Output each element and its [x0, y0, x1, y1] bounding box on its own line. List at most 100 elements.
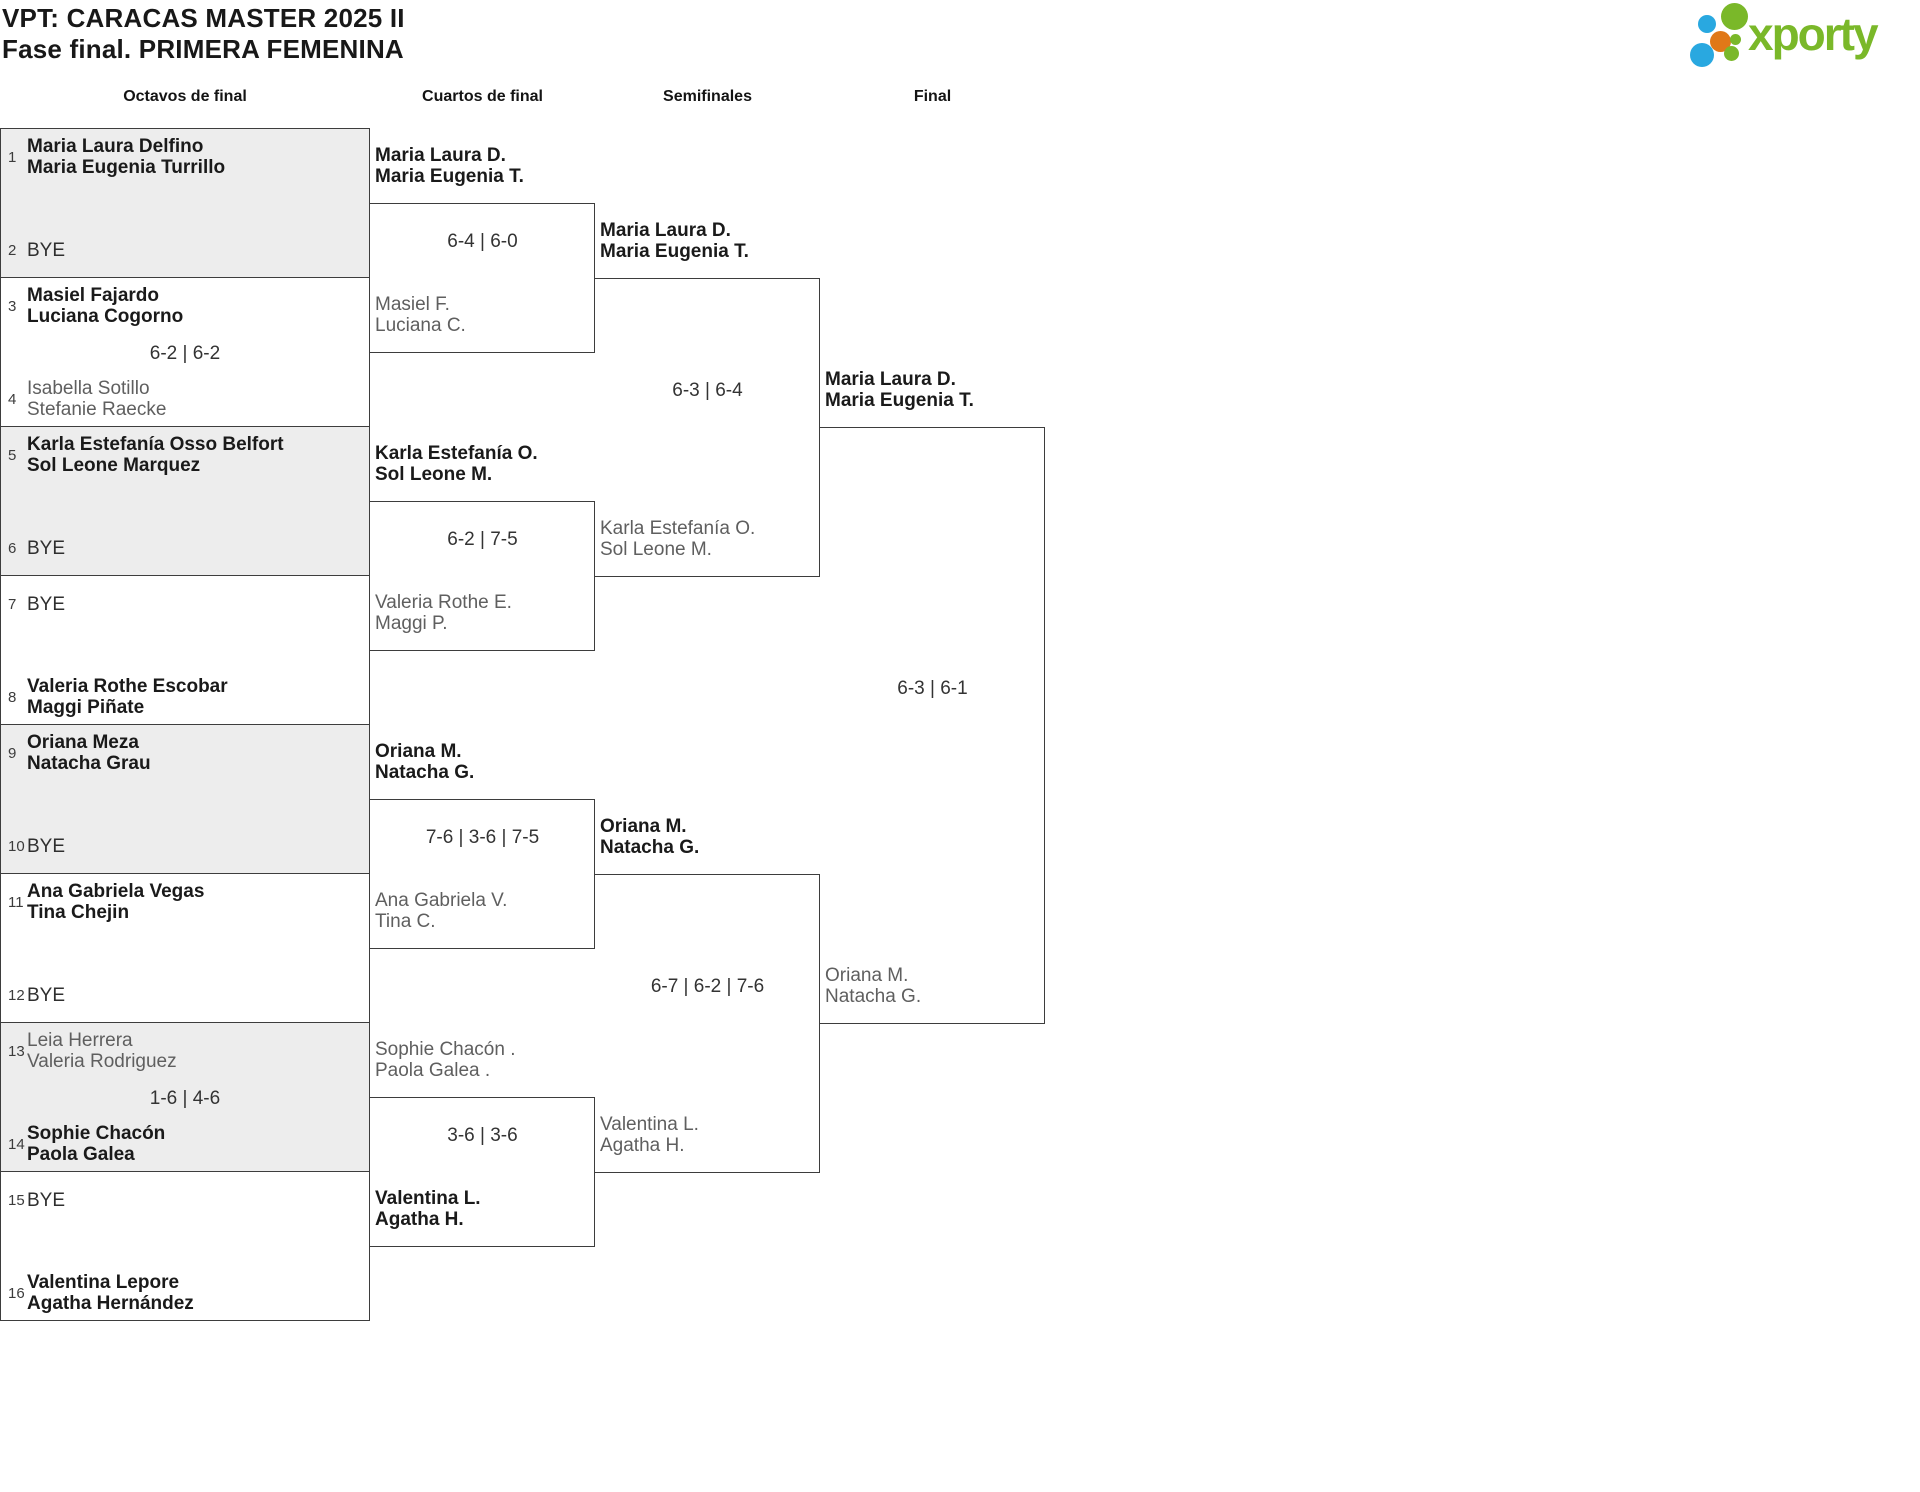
team-name-line: Maggi P. [375, 613, 448, 634]
team-name-line: BYE [27, 537, 66, 559]
team-name-line: Paola Galea . [375, 1060, 491, 1081]
team-name-line: Maria Laura D. [375, 145, 506, 166]
team-name-line: Natacha G. [600, 837, 700, 858]
team-name: Karla Estefanía O.Sol Leone M. [600, 518, 755, 560]
team-name-line: Luciana Cogorno [27, 306, 184, 327]
team-name-line: Tina Chejin [27, 902, 130, 923]
round-header: Semifinales [663, 88, 752, 105]
bracket-match [370, 1097, 595, 1247]
team-name-line: Natacha G. [825, 986, 922, 1007]
team-name-line: Maria Laura D. [600, 220, 731, 241]
bracket-match [595, 874, 820, 1173]
seed-number: 11 [8, 893, 24, 911]
team-name: BYE [27, 240, 65, 261]
match-score: 6-2 | 6-2 [149, 343, 221, 364]
team-name: BYE [27, 836, 65, 857]
match-score: 6-2 | 7-5 [447, 529, 518, 550]
bracket-match [820, 427, 1045, 1024]
team-name-line: Karla Estefanía Osso Belfort [27, 434, 284, 455]
match-score: 6-3 | 6-1 [897, 678, 968, 699]
team-name-line: Oriana M. [825, 965, 909, 986]
logo-dot [1721, 3, 1748, 30]
xporty-logo[interactable]: xporty [1686, 0, 1920, 70]
team-name-line: Maggi Piñate [27, 697, 145, 718]
team-name-line: Luciana C. [375, 315, 466, 336]
team-name-line: Sophie Chacón . [375, 1039, 516, 1060]
participant-slot: 2 BYE [1, 227, 367, 273]
team-name-line: Oriana M. [600, 816, 687, 837]
team-name-line: Maria Eugenia T. [825, 390, 974, 411]
seed-number: 2 [8, 241, 17, 259]
team-name: Masiel F.Luciana C. [375, 294, 466, 336]
match-score: 7-6 | 3-6 | 7-5 [425, 827, 540, 848]
bracket-subtitle: Fase final. PRIMERA FEMENINA [2, 34, 404, 64]
team-name: Valentina L.Agatha H. [375, 1188, 481, 1230]
round-header: Cuartos de final [422, 88, 543, 105]
round-header: Final [913, 88, 952, 105]
team-name-line: Natacha G. [375, 762, 475, 783]
participant-slot: 7 BYE [1, 581, 367, 627]
tournament-title: VPT: CARACAS MASTER 2025 II [2, 3, 405, 33]
match-score: 6-7 | 6-2 | 7-6 [650, 976, 765, 997]
seed-number: 8 [8, 688, 17, 706]
team-name: Maria Laura D.Maria Eugenia T. [600, 220, 749, 262]
match-score: 6-3 | 6-4 [672, 380, 743, 401]
round-header: Octavos de final [123, 88, 247, 105]
logo-dot [1730, 34, 1741, 45]
team-name-line: BYE [27, 593, 66, 615]
team-name-line: Maria Eugenia Turrillo [27, 157, 226, 178]
team-name-line: BYE [27, 984, 66, 1006]
team-name-line: Paola Galea [27, 1144, 135, 1165]
logo-dot [1698, 15, 1716, 33]
seed-number: 13 [8, 1042, 25, 1060]
team-name: BYE [27, 1190, 65, 1211]
team-name: Oriana M.Natacha G. [375, 741, 474, 783]
team-name: Maria Laura D.Maria Eugenia T. [825, 369, 974, 411]
team-name-line: BYE [27, 1189, 66, 1211]
team-name: BYE [27, 538, 65, 559]
seed-number: 16 [8, 1284, 25, 1302]
team-name: Oriana M.Natacha G. [825, 965, 921, 1007]
seed-number: 5 [8, 446, 17, 464]
team-name-line: Oriana Meza [27, 732, 139, 753]
team-name-line: Stefanie Raecke [27, 399, 167, 420]
seed-number: 1 [8, 148, 17, 166]
team-name-line: Masiel F. [375, 294, 450, 315]
bracket-match [370, 203, 595, 353]
team-name: Sophie Chacón .Paola Galea . [375, 1039, 516, 1081]
seed-number: 3 [8, 297, 17, 315]
team-name-line: Sol Leone M. [375, 464, 493, 485]
logo-dot [1724, 46, 1739, 61]
team-name-line: Valentina L. [375, 1188, 481, 1209]
team-name: BYE [27, 985, 65, 1006]
team-name-line: Sol Leone Marquez [27, 455, 201, 476]
team-name: BYE [27, 594, 65, 615]
team-name-line: Maria Eugenia T. [600, 241, 749, 262]
team-name-line: Isabella Sotillo [27, 378, 150, 399]
team-name-line: Tina C. [375, 911, 436, 932]
team-name-line: Maria Eugenia T. [375, 166, 524, 187]
match-score: 6-4 | 6-0 [447, 231, 518, 252]
seed-number: 7 [8, 595, 17, 613]
team-name-line: Natacha Grau [27, 753, 151, 774]
team-name: Ana Gabriela V.Tina C. [375, 890, 507, 932]
